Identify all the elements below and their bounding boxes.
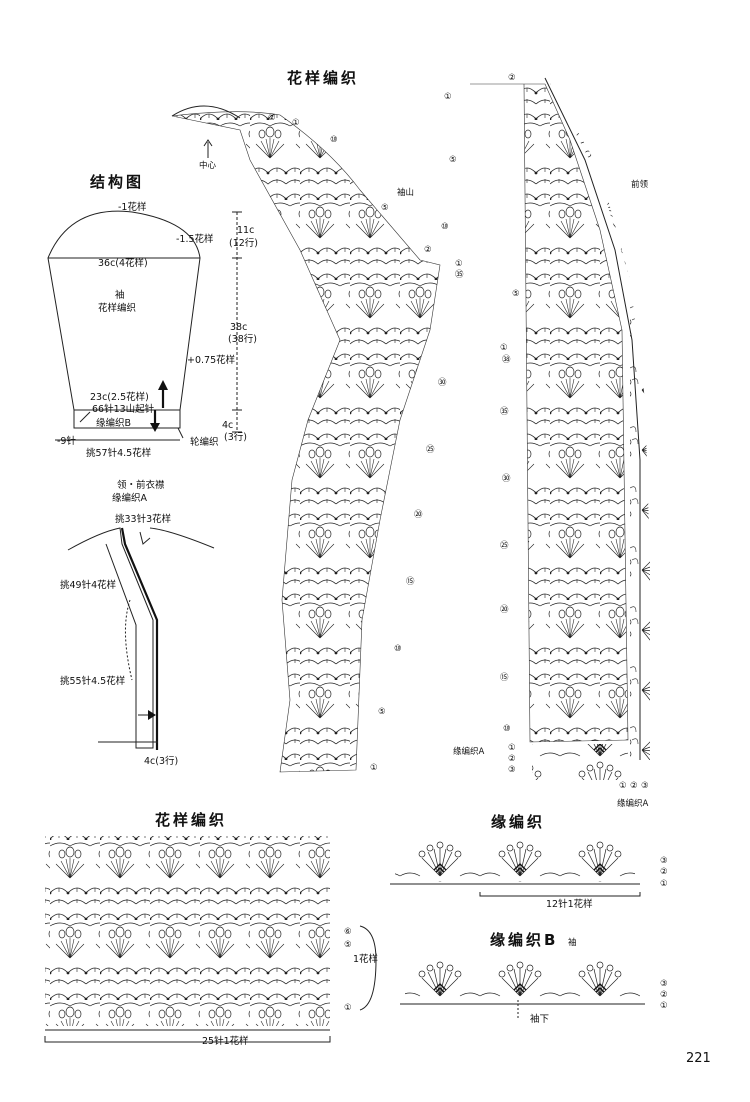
row-marker: ⑩ xyxy=(394,644,402,654)
row-marker: ① xyxy=(508,743,516,753)
center-label: 中心 xyxy=(199,160,217,171)
pick-up-stitches: 挑57针4.5花样 xyxy=(86,447,151,459)
side-decrease: -1.5花样 xyxy=(176,233,214,245)
row-marker: ② xyxy=(424,245,432,255)
row-marker: ⑮ xyxy=(500,673,509,683)
row-marker: ㊳ xyxy=(502,355,511,365)
row-marker: ⑤ xyxy=(449,155,457,165)
cuff-edge-label: 缘编织B xyxy=(96,417,131,429)
edge-a-label-2: 缘编织A xyxy=(617,798,649,809)
row-marker: ③ xyxy=(660,856,668,866)
row-marker: ① xyxy=(660,879,668,889)
cap-rows: (12行) xyxy=(229,237,258,249)
row-marker: ① xyxy=(292,118,300,128)
row-marker: ㉕ xyxy=(500,541,509,551)
collar-pick-low: 挑55针4.5花样 xyxy=(60,675,125,687)
row-marker: ③ xyxy=(508,765,516,775)
row-marker: ⑳ xyxy=(414,510,423,520)
bottom-pattern-chart: 花样编织 ⑥ ⑤ ① 1花样 25针1花样 xyxy=(44,811,378,1047)
row-marker: ㉟ xyxy=(455,270,464,280)
underarm-label: 袖下 xyxy=(530,1013,549,1025)
bottom-pattern-title: 花样编织 xyxy=(155,811,227,829)
collar-pick-top: 挑33针3花样 xyxy=(115,513,171,525)
collar-outline-left xyxy=(67,527,154,749)
row-marker: ㉕ xyxy=(426,445,435,455)
row-marker: ⑤ xyxy=(378,707,386,717)
row-marker: ① xyxy=(660,1001,668,1011)
structure-title: 结构图 xyxy=(90,173,144,191)
row-marker: ㉚ xyxy=(502,474,511,484)
body-height: 38c xyxy=(230,322,247,333)
collar-height: 4c(3行) xyxy=(144,755,178,767)
cast-on: 66针13山起针 xyxy=(92,403,155,415)
row-marker: ② xyxy=(508,754,516,764)
row-marker: ⑤ xyxy=(512,289,520,299)
main-chart-title: 花样编织 xyxy=(287,69,359,87)
cuff-band xyxy=(73,409,181,429)
collar-row-markers: ② ① ⑤ ⑩ ⑤ ① ㊳ ㉟ ㉚ ㉕ ⑳ ⑮ ⑩ ① ② ③ ① ② ③ xyxy=(441,73,649,791)
structure-diagram: 结构图 -1花样 -1.5花样 36c(4花样) 袖 花样编织 11c (12行… xyxy=(47,173,258,459)
sleeve-cap-label: 袖山 xyxy=(397,187,414,198)
decrease-stitches: -9针 xyxy=(57,435,76,447)
body-rows: (38行) xyxy=(228,333,257,345)
collar-pick-mid: 挑49针4花样 xyxy=(60,579,116,591)
sleeve-label: 袖 xyxy=(115,289,125,301)
collar-title: 领・前衣襟 xyxy=(117,479,165,491)
row-marker: ② xyxy=(268,113,276,123)
row-marker: ⑥ xyxy=(344,927,352,937)
edge-title: 缘编织 xyxy=(491,813,545,831)
row-marker: ① xyxy=(344,1003,352,1013)
repeat-label: 1花样 xyxy=(353,953,378,965)
bottom-width: 23c(2.5花样) xyxy=(90,391,149,403)
front-collar-label: 前领 xyxy=(631,179,649,190)
edge-b-chart: 缘编织B 袖 ③ ② ① 袖下 xyxy=(400,931,668,1025)
row-marker: ⑳ xyxy=(500,605,509,615)
increase-note: +0.75花样 xyxy=(187,354,235,366)
row-marker: ⑤ xyxy=(381,203,389,213)
row-marker: ② xyxy=(508,73,516,83)
row-marker: ① xyxy=(619,781,627,791)
cuff-height: 4c xyxy=(222,420,233,431)
collar-outline-right xyxy=(149,527,215,549)
bottom-stitch-count: 25针1花样 xyxy=(202,1035,249,1047)
row-marker: ③ xyxy=(660,979,668,989)
page-number: 221 xyxy=(686,1051,711,1066)
sleeve-outline xyxy=(47,210,201,411)
collar-diagram: 领・前衣襟 缘编织A 挑33针3花样 挑49针4花样 挑55针4.5花样 4c(… xyxy=(60,479,215,767)
row-marker: ① xyxy=(500,343,508,353)
collar-edge-title: 缘编织A xyxy=(112,492,148,504)
row-marker: ③ xyxy=(641,781,649,791)
edge-stitch-count: 12针1花样 xyxy=(546,898,593,910)
row-marker: ① xyxy=(444,92,452,102)
row-marker: ㉚ xyxy=(438,378,447,388)
cap-height: 11c xyxy=(237,225,254,236)
row-marker: ① xyxy=(455,259,463,269)
edge-b-note: 袖 xyxy=(568,937,577,948)
cuff-rows: (3行) xyxy=(224,431,247,443)
sleeve-stitch: 花样编织 xyxy=(98,302,136,314)
edge-b-title: 缘编织B xyxy=(490,931,558,949)
row-marker: ② xyxy=(660,867,668,877)
row-marker: ⑮ xyxy=(406,577,415,587)
row-marker: ⑩ xyxy=(330,135,338,145)
sleeve-width: 36c(4花样) xyxy=(98,257,148,269)
row-marker: ② xyxy=(660,990,668,1000)
top-decrease: -1花样 xyxy=(118,201,146,213)
row-marker: ㉟ xyxy=(500,407,509,417)
collar-edge-thick xyxy=(120,527,159,750)
row-marker: ① xyxy=(370,763,378,773)
edge-chart: 缘编织 ③ ② ① 12针1花样 xyxy=(390,813,668,910)
row-marker: ② xyxy=(630,781,638,791)
sleeve-cap-chart: 中心 袖山 xyxy=(171,105,441,773)
row-marker: ⑩ xyxy=(441,222,449,232)
row-marker: ⑩ xyxy=(503,724,511,734)
front-collar-chart: 前领 缘编织A 缘编织A xyxy=(453,77,650,809)
round-knit: 轮编织 xyxy=(190,436,219,448)
row-marker: ⑤ xyxy=(344,940,352,950)
edge-a-label: 缘编织A xyxy=(453,746,485,757)
sleeve-row-markers: ② ① ⑩ ⑤ ② ① ㉟ ㉚ ㉕ ⑳ ⑮ ⑩ ⑤ ① xyxy=(268,113,464,773)
